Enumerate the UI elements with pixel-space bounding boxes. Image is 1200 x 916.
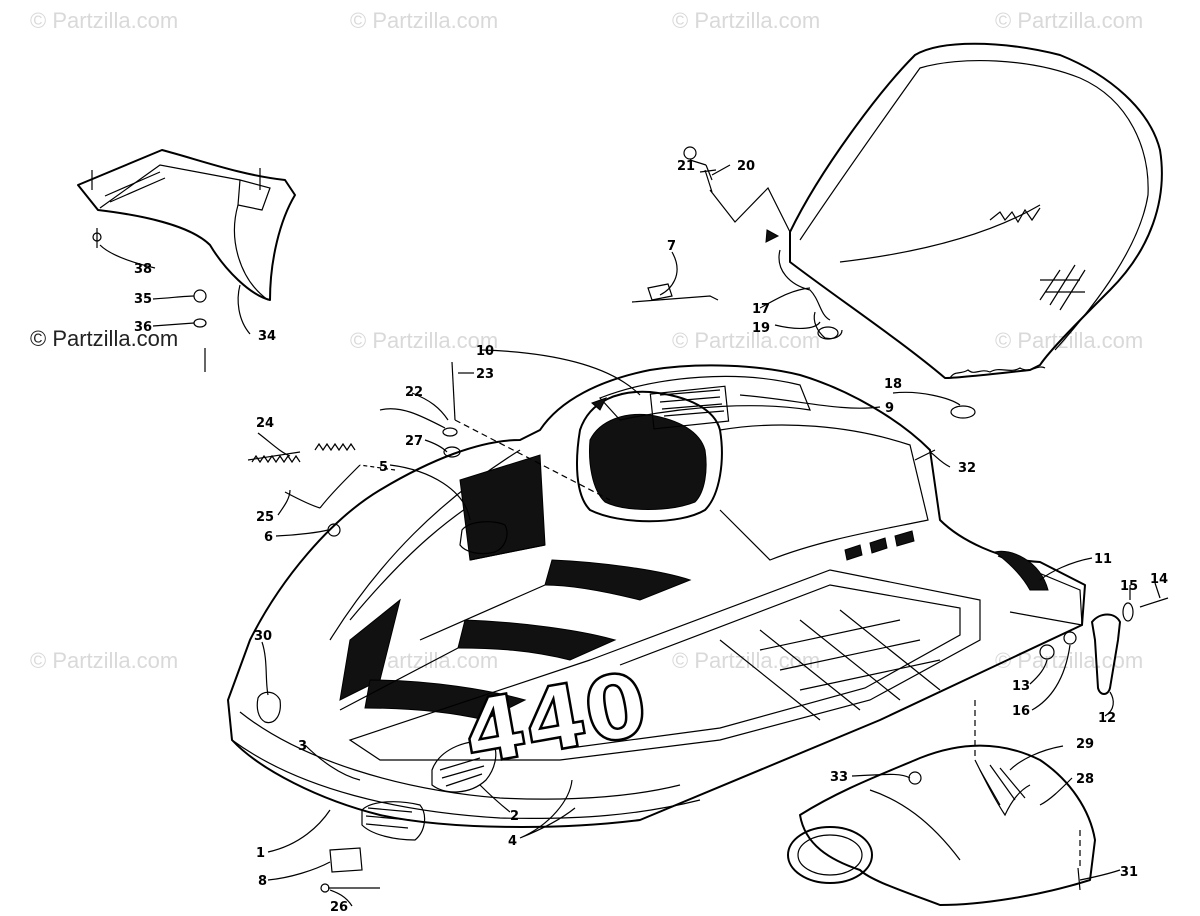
callout-25: 25	[256, 510, 274, 525]
callout-27: 27	[405, 434, 423, 449]
callout-7: 7	[667, 239, 676, 254]
watermark: © Partzilla.com	[672, 328, 821, 353]
callout-24: 24	[256, 416, 274, 431]
callout-14: 14	[1150, 572, 1168, 587]
callout-32: 32	[958, 461, 976, 476]
callout-23: 23	[476, 367, 494, 382]
callout-16: 16	[1012, 704, 1030, 719]
callout-30: 30	[254, 629, 272, 644]
screw	[699, 169, 717, 193]
callout-19: 19	[752, 321, 770, 336]
callout-6: 6	[264, 530, 273, 545]
callout-31: 31	[1120, 865, 1138, 880]
callout-4: 4	[508, 834, 517, 849]
air-intake	[787, 744, 1096, 906]
watermark: © Partzilla.com	[350, 8, 499, 33]
watermark: © Partzilla.com	[30, 8, 179, 33]
callout-17: 17	[752, 302, 770, 317]
callout-35: 35	[134, 292, 152, 307]
callout-33: 33	[830, 770, 848, 785]
callout-2: 2	[510, 809, 519, 824]
callout-34: 34	[258, 329, 276, 344]
hood-decal-text: 440	[456, 652, 655, 785]
callout-20: 20	[737, 159, 755, 174]
callout-18: 18	[884, 377, 902, 392]
callout-22: 22	[405, 385, 423, 400]
callout-15: 15	[1120, 579, 1138, 594]
watermark: © Partzilla.com	[30, 648, 179, 673]
callout-10: 10	[476, 344, 494, 359]
grommet	[950, 405, 976, 419]
callout-9: 9	[885, 401, 894, 416]
rivet-head	[683, 146, 697, 160]
callout-36: 36	[134, 320, 152, 335]
callout-21: 21	[677, 159, 695, 174]
callout-38: 38	[134, 262, 152, 277]
callout-12: 12	[1098, 711, 1116, 726]
watermark-dark: © Partzilla.com	[30, 326, 179, 351]
callout-3: 3	[298, 739, 307, 754]
watermark: © Partzilla.com	[672, 8, 821, 33]
decal-7	[647, 283, 673, 301]
leader-lines	[91, 159, 1161, 907]
info-decal	[649, 385, 730, 430]
hood	[227, 364, 1086, 841]
callout-5: 5	[379, 460, 388, 475]
heat-shield	[77, 149, 296, 301]
windshield-hardware	[631, 146, 976, 419]
watermark: © Partzilla.com	[350, 328, 499, 353]
callout-26: 26	[330, 900, 348, 915]
callout-1: 1	[256, 846, 265, 861]
windshield	[778, 42, 1163, 379]
callout-numbers: 1 2 3 4 5 6 7 8 9 10 11 12 13 14 15 16 1…	[134, 159, 1168, 915]
watermark: © Partzilla.com	[995, 8, 1144, 33]
callout-28: 28	[1076, 772, 1094, 787]
callout-13: 13	[1012, 679, 1030, 694]
hardware	[92, 228, 1169, 893]
callout-29: 29	[1076, 737, 1094, 752]
callout-8: 8	[258, 874, 267, 889]
callout-11: 11	[1094, 552, 1112, 567]
